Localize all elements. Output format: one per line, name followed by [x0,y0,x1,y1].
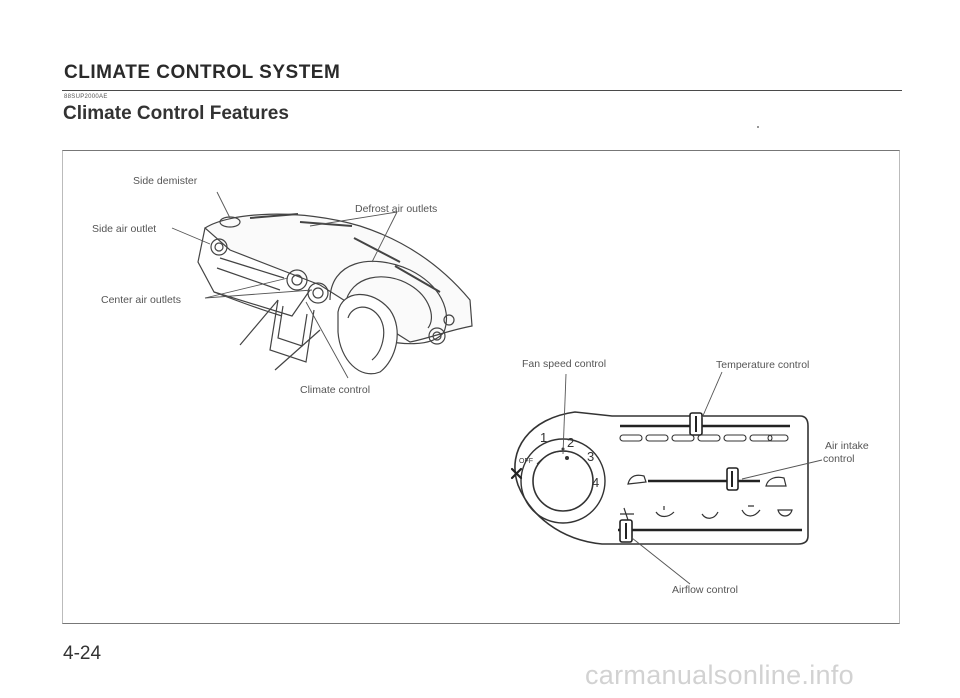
figure-frame [62,150,900,624]
fresh-air-car-icon [765,476,787,487]
vent-mode-icon [620,507,634,521]
right-air-outlet [428,327,446,345]
airflow-mode-icons [620,505,793,521]
label-fan-speed-control: Fan speed control [522,358,606,370]
fan-dial-1: 1 [540,430,547,445]
fan-dial-2: 2 [567,435,574,450]
fan-icon [510,467,523,480]
stray-dot [757,126,759,128]
airflow-slider[interactable] [618,519,802,543]
label-side-demister: Side demister [133,175,198,187]
dashboard-illustration [197,213,473,375]
label-defrost-air-outlets: Defrost air outlets [355,203,437,215]
floor-defrost-mode-icon [741,505,761,517]
label-air-intake-control-line2: control [823,453,855,465]
header-rule [62,90,902,91]
fan-dial-off: OFF [519,458,533,465]
defrost-mode-icon [777,509,793,517]
fan-dial-3: 3 [587,449,594,464]
label-climate-control: Climate control [300,384,370,396]
watermark: carmanualsonline.info [585,660,854,690]
label-side-air-outlet: Side air outlet [92,223,156,235]
fan-dial-4: 4 [592,475,599,490]
section-title: CLIMATE CONTROL SYSTEM [64,62,341,83]
floor-mode-icon [701,511,719,519]
recirculate-car-icon [627,474,647,485]
page-heading: Climate Control Features [63,103,289,124]
control-panel-illustration: OFF 1 2 3 4 [510,411,809,545]
bi-level-mode-icon [655,506,675,518]
center-air-outlet-right [307,282,329,304]
label-temperature-control: Temperature control [716,359,809,371]
label-airflow-control: Airflow control [672,584,738,596]
temperature-slider[interactable] [619,412,790,442]
air-intake-slider[interactable] [627,467,787,491]
control-leader-lines [562,371,823,585]
dashboard-leader-lines [171,191,398,379]
label-air-intake-control-line1: Air intake [825,440,869,452]
page-number: 4-24 [63,643,102,664]
label-center-air-outlets: Center air outlets [101,294,181,306]
document-code: 88SUP2000AE [64,94,108,100]
center-air-outlet-left [286,269,308,291]
side-air-outlet [210,238,228,256]
